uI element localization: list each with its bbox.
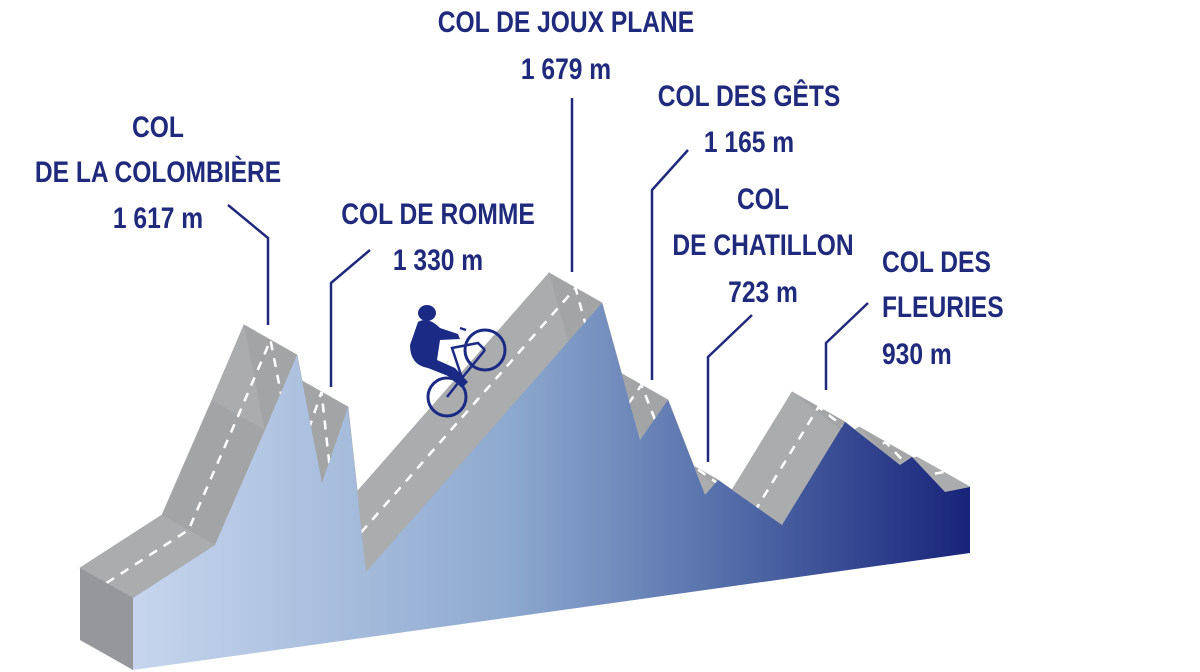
label-fleuries: COL DES FLEURIES 930 m (882, 245, 1004, 371)
leader-colombiere (227, 204, 270, 325)
pass-name: COL DES (882, 245, 991, 279)
pass-altitude: 1 617 m (113, 201, 203, 235)
leader-chatillon (706, 314, 753, 462)
pass-altitude: 1 679 m (521, 52, 611, 86)
elevation-profile (133, 303, 970, 670)
pass-name: COL DES GÊTS (658, 79, 841, 113)
leader-romme (329, 249, 371, 387)
pass-altitude: 723 m (728, 275, 798, 309)
pass-altitude: 930 m (882, 337, 952, 371)
pass-name: COL DE JOUX PLANE (438, 5, 694, 39)
pass-name: COL DE ROMME (341, 197, 535, 231)
cyclist-icon (410, 305, 507, 418)
label-chatillon: COL DE CHATILLON 723 m (672, 182, 853, 309)
leader-fleuries (824, 302, 869, 390)
pass-name: FLEURIES (882, 290, 1004, 324)
leader-gets (650, 149, 689, 380)
pass-name: COL (737, 182, 789, 216)
pass-name: DE CHATILLON (672, 228, 853, 262)
pass-altitude: 1 165 m (704, 125, 794, 159)
pass-altitude: 1 330 m (393, 243, 483, 277)
pass-name: COL (132, 110, 184, 144)
label-colombiere: COL DE LA COLOMBIÈRE 1 617 m (35, 110, 281, 235)
label-joux-plane: COL DE JOUX PLANE 1 679 m (438, 5, 694, 86)
pass-name: DE LA COLOMBIÈRE (35, 155, 281, 189)
profile-end-face (80, 568, 133, 670)
label-gets: COL DES GÊTS 1 165 m (658, 79, 841, 159)
label-romme: COL DE ROMME 1 330 m (341, 197, 535, 277)
